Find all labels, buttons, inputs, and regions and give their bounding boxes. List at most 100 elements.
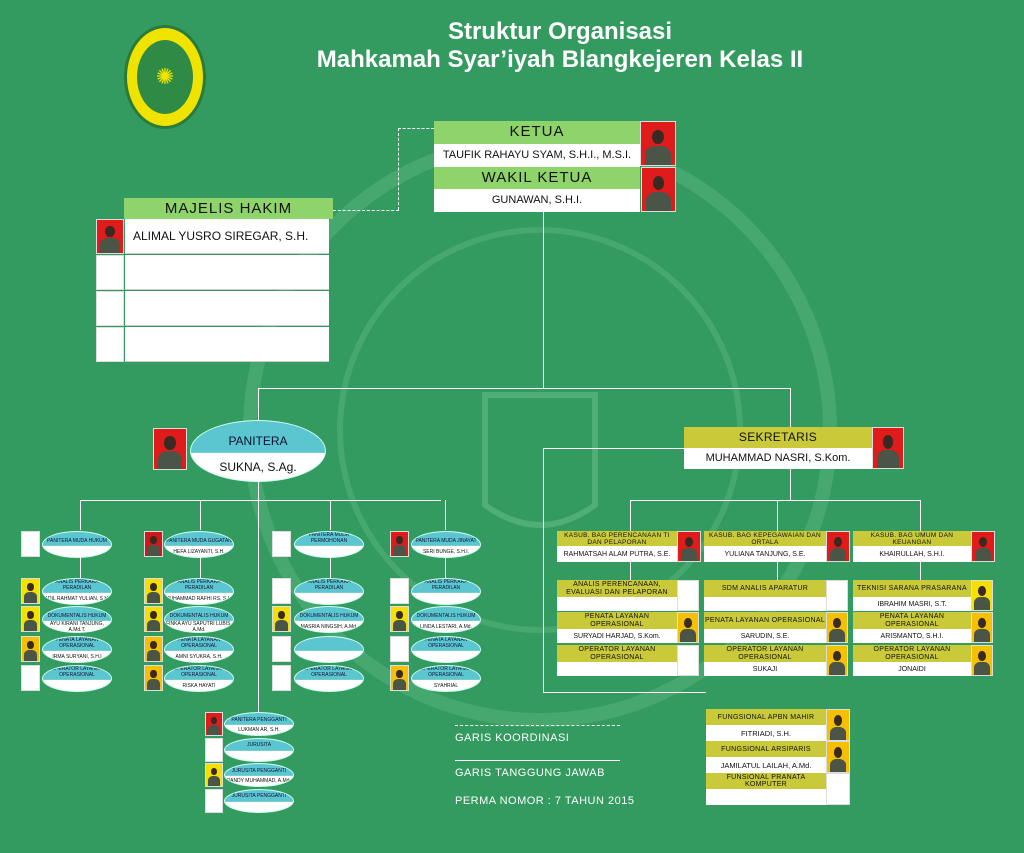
person-head-icon (684, 618, 692, 629)
person-body-icon (147, 592, 160, 603)
person-head-icon (652, 175, 665, 191)
person-head-icon (396, 536, 403, 545)
coordination-dashed-line (398, 128, 434, 129)
connector-line (445, 557, 446, 578)
kasubag-name: RAHMATSAH ALAM PUTRA, S.E. (557, 546, 677, 562)
person-photo (21, 578, 40, 604)
person-head-icon (685, 537, 693, 548)
person-head-icon (834, 715, 842, 726)
panitera-staff-node-name (412, 650, 480, 662)
person-head-icon (278, 611, 285, 620)
person-body-icon (645, 191, 672, 211)
panitera-pengganti-node-name (225, 749, 293, 761)
person-body-icon (393, 620, 406, 631)
staff-title: SDM ANALIS APARATUR (704, 580, 826, 597)
person-body-icon (24, 620, 37, 631)
person-body-icon (275, 620, 288, 631)
person-body-icon (147, 620, 160, 631)
connector-line (543, 692, 706, 693)
kasubag-title: KASUB. BAG UMUM DAN KEUANGAN (853, 531, 971, 546)
panitera-staff-node-title: DOKUMENTALIS HUKUM (43, 607, 111, 620)
person-body-icon (24, 592, 37, 603)
person-body-icon (157, 451, 183, 469)
person-photo (205, 712, 223, 736)
ketua-name: TAUFIK RAHAYU SYAM, S.H.I., M.S.I. (434, 144, 640, 167)
connector-line (777, 500, 778, 531)
majelis-hakim-member (125, 327, 329, 362)
panitera-staff-node-title: OPERATOR LAYANAN OPERASIONAL (43, 666, 111, 679)
person-photo (144, 531, 163, 557)
person-photo (640, 121, 676, 166)
panitera-pengganti-node-title: JURUSITA PENGGANTI (225, 764, 293, 776)
connector-line (790, 469, 791, 500)
panitera-staff-node-title: PANITERA MUDA GUGATAN (165, 532, 233, 545)
fungsional-name (706, 789, 826, 805)
panitera-pengganti-node: JURUSITA (224, 737, 294, 762)
fungsional-name: JAMILATUL LAILAH, A.Md. (706, 757, 826, 773)
fungsional-name: FITRIADI, S.H. (706, 725, 826, 741)
person-body-icon (147, 545, 160, 556)
panitera-staff-node-title: PANITERA MUDA HUKUM (43, 532, 111, 545)
staff-name: SUKAJI (704, 662, 826, 676)
person-head-icon (27, 611, 34, 620)
panitera-staff-node-name: SYAHRIAL (412, 679, 480, 691)
connector-line (330, 500, 331, 530)
panitera-staff-node-name (295, 650, 363, 662)
person-photo (96, 291, 124, 326)
person-body-icon (147, 650, 160, 661)
panitera-staff-node-name: RISKA HAYATI (165, 679, 233, 691)
person-photo (144, 606, 163, 632)
panitera-pengganti-node-name: LUKMAN AR, S.H. (225, 724, 293, 735)
person-photo (144, 578, 163, 604)
person-photo (96, 327, 124, 362)
person-head-icon (164, 436, 176, 450)
person-body-icon (829, 628, 845, 642)
person-head-icon (27, 641, 34, 650)
connector-line (920, 500, 921, 531)
page-title-line2: Mahkamah Syar’iyah Blangkejeren Kelas II (316, 46, 804, 73)
panitera-staff-node-title: ANALIS PERKARA PERADILAN (295, 579, 363, 592)
connector-line (258, 388, 791, 389)
legend-responsibility: GARIS TANGGUNG JAWAB (455, 767, 605, 779)
kasubag-name: YULIANA TANJUNG, S.E. (704, 546, 826, 562)
person-photo (96, 255, 124, 290)
connector-line (920, 562, 921, 580)
panitera-pengganti-node-title: JURUSITA PENGGANTI (225, 789, 293, 801)
person-body-icon (829, 726, 847, 740)
person-photo (677, 645, 699, 676)
connector-line (80, 557, 81, 578)
person-photo (826, 580, 848, 611)
staff-name: IBRAHIM MASRI, S.T. (853, 597, 971, 611)
person-photo (205, 788, 223, 813)
person-photo (96, 219, 124, 254)
panitera-staff-node-name: MUHAMMAD RAFHI RS, S.H. (165, 592, 233, 604)
panitera-staff-node-name: FINKA AYU SAPUTRI LUBIS, A.Md. (165, 620, 233, 633)
person-photo (826, 709, 850, 741)
person-body-icon (829, 547, 847, 561)
staff-name (704, 597, 826, 611)
court-logo: ✺ (124, 25, 206, 129)
connector-line (258, 388, 259, 420)
person-body-icon (974, 628, 990, 642)
staff-title: OPERATOR LAYANAN OPERASIONAL (557, 645, 677, 662)
fungsional-title: FUNGSIONAL ARSIPARIS (706, 741, 826, 757)
sekretaris-name: MUHAMMAD NASRI, S.Kom. (684, 448, 872, 469)
person-body-icon (207, 776, 221, 786)
page-title-line1: Struktur Organisasi (447, 18, 673, 45)
connector-line (543, 448, 684, 449)
staff-name: JONAIDI (853, 662, 971, 676)
person-head-icon (150, 611, 157, 620)
person-head-icon (978, 586, 986, 597)
person-photo (677, 531, 701, 562)
person-photo (826, 645, 848, 676)
person-body-icon (974, 547, 992, 561)
staff-title: PENATA LAYANAN OPERASIONAL (557, 612, 677, 629)
panitera-staff-node: PANITERA MUDA HUKUM (42, 531, 112, 558)
person-photo (390, 665, 409, 691)
person-body-icon (876, 450, 900, 468)
person-body-icon (680, 547, 698, 561)
person-body-icon (147, 679, 160, 690)
